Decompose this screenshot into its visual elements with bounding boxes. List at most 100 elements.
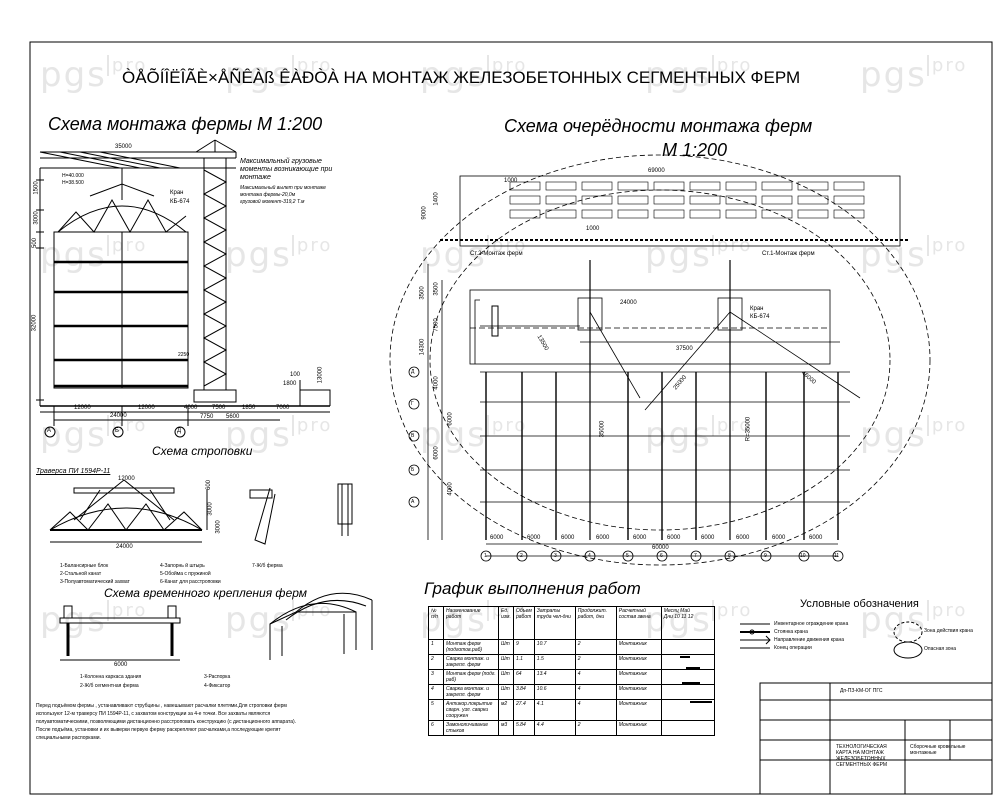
sling-dim-top: 12000 xyxy=(118,476,135,482)
col-axis: 2 xyxy=(520,553,523,559)
dim-span2: 37500 xyxy=(676,346,693,352)
dim-d2: 12000 xyxy=(138,405,155,411)
moment-note-title: Максимальный грузовые моменты возникающи… xyxy=(240,158,333,181)
cell-n: 6 xyxy=(428,720,444,736)
col-axis: 3 xyxy=(554,553,557,559)
cell-labor: 10.7 xyxy=(533,639,576,655)
cell-n: 4 xyxy=(428,684,444,700)
cell-volume: 3.84 xyxy=(513,684,535,700)
temp-dim: 6000 xyxy=(114,662,128,668)
col-axis: 11 xyxy=(834,553,840,559)
temp-legend-item: 2-Ж/б сегментная ферма xyxy=(80,683,139,689)
dim-s1: 3500 xyxy=(419,286,426,300)
col-axis: 6 xyxy=(660,553,663,559)
cell-volume: 9 xyxy=(513,639,535,655)
cell-crew: Монтажник xyxy=(615,639,662,655)
legend-item: Инвентарное ограждение крана xyxy=(774,621,849,627)
dim-plan-d: 9000 xyxy=(421,206,428,220)
legend-zone: Опасная зона xyxy=(924,646,957,652)
col-axis: 5 xyxy=(626,553,629,559)
header-cell: Ед. изм. xyxy=(498,606,514,640)
dim-left2: 1500 xyxy=(33,181,40,195)
sling-legend-item: 6-Канат для расстроповки xyxy=(160,579,221,585)
header-cell: № п/п xyxy=(428,606,444,640)
height-mark-1: Н=40.000 xyxy=(62,173,84,179)
axis-b: Б xyxy=(115,428,119,434)
bay-dim: 6000 xyxy=(701,535,715,541)
cell-crew: Монтажник xyxy=(615,720,662,736)
dim-left4: 32000 xyxy=(31,314,38,332)
bay-dim: 6000 xyxy=(527,535,541,541)
dim-r1: 100 xyxy=(290,372,301,378)
cell-volume: 1.1 xyxy=(513,654,535,670)
dim-span1: 24000 xyxy=(620,300,637,306)
dim-w1: 4000 xyxy=(433,376,440,390)
cell-name: Замоноличивание стыков xyxy=(443,720,499,736)
table-row: 5 Антикор.покрытие сварн. узл. сварки со… xyxy=(428,699,715,721)
dim-d4: 7500 xyxy=(212,405,226,411)
cell-duration: 2 xyxy=(574,639,617,655)
cell-labor: 10.6 xyxy=(533,684,576,700)
table-row: 3 Монтаж ферм (подг. раб) Шт 64 13.4 4 М… xyxy=(428,669,715,685)
note-line: Перед подъёмом фермы , устанавливают стр… xyxy=(36,703,287,709)
cell-unit: Шт xyxy=(498,684,514,700)
cell-crew: Монтажник xyxy=(615,699,662,721)
bay-dim: 6000 xyxy=(633,535,647,541)
day-value: 11 xyxy=(681,614,687,620)
legend-item: Направление движения крана xyxy=(774,637,845,643)
bay-dim: 6000 xyxy=(667,535,681,541)
cell-name: Сварка монтаж. и закрепл. ферм xyxy=(443,654,499,670)
temp-brace-title: Схема временного крепления ферм xyxy=(104,586,308,600)
temp-legend-item: 3-Распорка xyxy=(204,674,231,680)
axis-d: Д xyxy=(177,428,182,434)
bay-dim: 6000 xyxy=(809,535,823,541)
sheet-title: ÒÅÕÍÎËÎÃÈ×ÅÑÊÀß ÊÀÐÒÀ НА МОНТАЖ ЖЕЛЕЗОБЕ… xyxy=(122,68,801,87)
dim-w2: 6000 xyxy=(447,412,454,426)
dim-s4: 14300 xyxy=(419,338,426,356)
col-axis: 1 xyxy=(484,553,487,559)
row-axis: Д xyxy=(411,369,415,375)
cell-duration: 4 xyxy=(574,669,617,685)
table-row: 1 Монтаж ферм (подготов.раб) Шт 9 10.7 2… xyxy=(428,639,715,655)
dim-total-plan: 60000 xyxy=(652,545,669,551)
cell-name: Сварка монтаж. и закрепл. ферм xyxy=(443,684,499,700)
cell-duration: 2 xyxy=(574,720,617,736)
stage-2-label: Ст.2-Монтаж ферм xyxy=(470,251,523,257)
dim-w3: 6000 xyxy=(433,446,440,460)
moment-note-line2: монтажа фермы-20,0м xyxy=(240,192,296,198)
stamp-org: ТЕХНОЛОГИЧЕСКАЯ КАРТА НА МОНТАЖ ЖЕЛЕЗОБЕ… xyxy=(836,744,888,768)
cell-name: Монтаж ферм (подг. раб) xyxy=(443,669,499,685)
dim-r2: 1800 xyxy=(283,381,297,387)
note-line: После подъёма, установки и их выверки пе… xyxy=(36,727,281,733)
cell-volume: 5.84 xyxy=(513,720,535,736)
stage-1-label: Ст.1-Монтаж ферм xyxy=(762,251,815,257)
cell-unit: м2 xyxy=(498,699,514,721)
schedule-header-row: № п/п Наименование работ Ед. изм. Объем … xyxy=(428,606,715,640)
dim-plan-top: 69000 xyxy=(648,168,665,174)
dim-d1: 12000 xyxy=(74,405,91,411)
temp-legend-item: 1-Колонна каркасa здания xyxy=(80,674,142,680)
sling-dim-v: 600 xyxy=(206,479,213,491)
cell-labor: 4.1 xyxy=(533,699,576,721)
header-cell: Наименование работ xyxy=(443,606,499,640)
col-axis: 7 xyxy=(694,553,697,559)
row-axis: В xyxy=(411,433,415,439)
cell-gantt xyxy=(660,684,715,700)
cell-n: 2 xyxy=(428,654,444,670)
cell-duration: 4 xyxy=(574,699,617,721)
crane-model-right: КБ-674 xyxy=(750,314,770,320)
dim-total-left: 24000 xyxy=(110,413,127,419)
header-cell: Объем работ xyxy=(513,606,535,640)
cell-crew: Монтажник xyxy=(615,654,662,670)
